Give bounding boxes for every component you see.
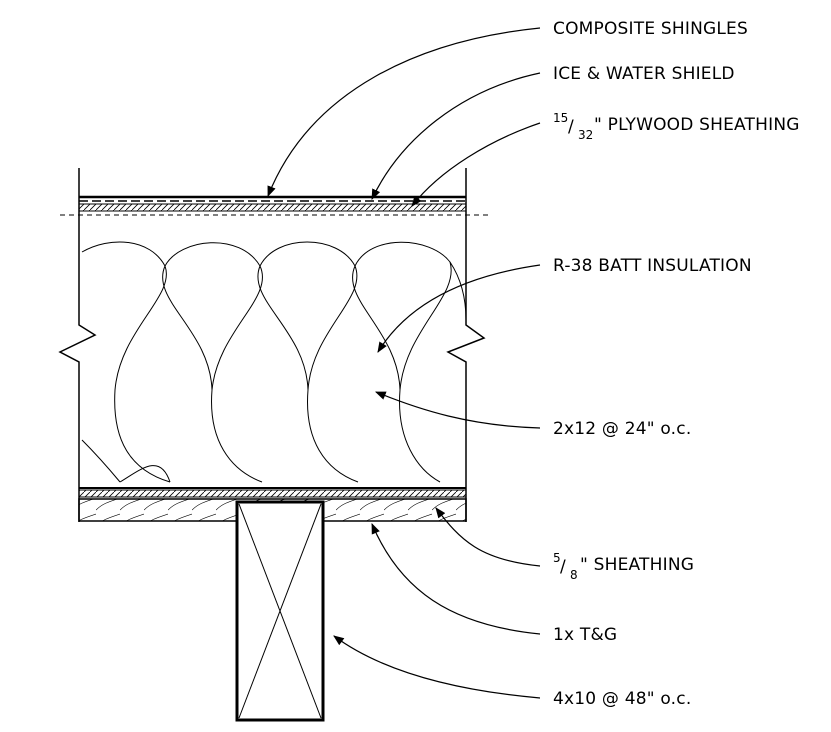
- plywood-fraction-numerator: 15: [553, 111, 568, 125]
- label-r38-batt-insulation: R-38 BATT INSULATION: [553, 256, 752, 276]
- beam-4x10: [235, 500, 325, 722]
- sheathing-fraction-denominator: 8: [570, 568, 578, 582]
- label-1x-tg: 1x T&G: [553, 625, 617, 645]
- sheathing-label-text: " SHEATHING: [580, 555, 694, 575]
- section-outline: [58, 168, 486, 522]
- labels: COMPOSITE SHINGLES ICE & WATER SHIELD 15…: [553, 19, 800, 709]
- label-5-8-sheathing: 5 / 8 " SHEATHING: [553, 551, 694, 582]
- label-ice-water-shield: ICE & WATER SHIELD: [553, 64, 735, 84]
- label-plywood-sheathing: 15 / 32 " PLYWOOD SHEATHING: [553, 111, 800, 142]
- label-rafter-2x12: 2x12 @ 24" o.c.: [553, 419, 691, 439]
- label-beam-4x10: 4x10 @ 48" o.c.: [553, 689, 691, 709]
- plywood-fraction-denominator: 32: [578, 128, 593, 142]
- plywood-label-text: " PLYWOOD SHEATHING: [594, 115, 800, 135]
- shingle-layer: [60, 195, 488, 216]
- sheathing-fraction-numerator: 5: [553, 551, 561, 565]
- sheathing-fraction-slash: /: [560, 557, 566, 577]
- plywood-fraction-slash: /: [568, 117, 574, 137]
- batt-insulation: [81, 241, 467, 483]
- leader-lines: [267, 27, 541, 699]
- label-composite-shingles: COMPOSITE SHINGLES: [553, 19, 748, 39]
